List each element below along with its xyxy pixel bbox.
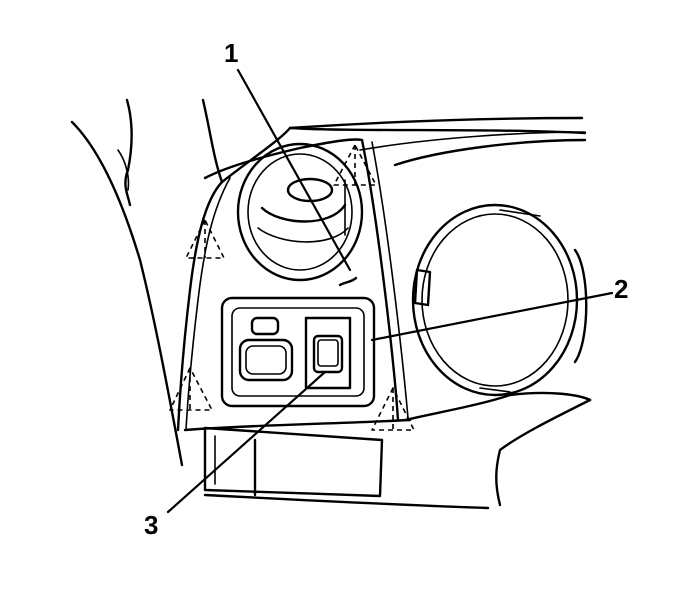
- callout-label-2: 2: [614, 274, 628, 304]
- dashboard-upper-contour: [220, 116, 587, 184]
- round-air-vent: [236, 142, 364, 287]
- leader-3: [166, 370, 327, 514]
- leader-2: [370, 291, 614, 342]
- callout-label-1: 1: [224, 38, 238, 68]
- callout-leaders: [166, 68, 614, 514]
- lower-trim-pocket: [203, 426, 490, 510]
- clip-marker-lower-left: [169, 367, 213, 411]
- instrument-cluster-opening: [403, 203, 592, 507]
- clip-marker-lower-right: [371, 387, 415, 431]
- retaining-clip-markers: [169, 144, 415, 431]
- leader-1: [236, 68, 352, 272]
- steering-column-shroud: [70, 98, 224, 467]
- switch-panel: [220, 296, 376, 408]
- callout-label-3: 3: [144, 510, 158, 540]
- clip-marker-upper-left: [185, 219, 225, 259]
